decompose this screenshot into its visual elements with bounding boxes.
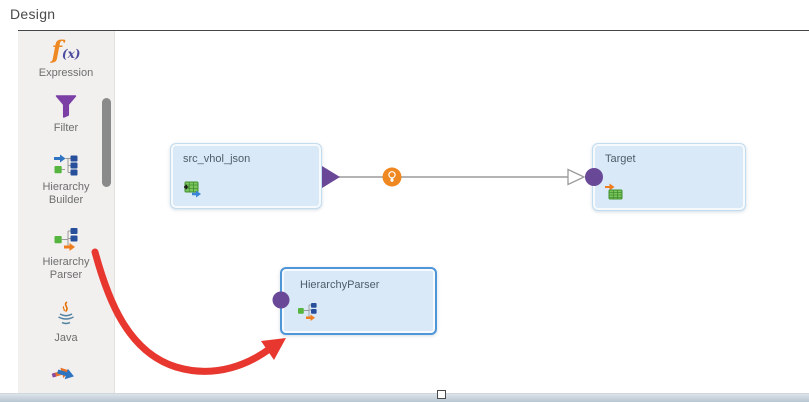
palette-item-label: Hierarchy Parser [42, 256, 90, 282]
joiner-icon [51, 367, 74, 380]
node-label: src_vhol_json [183, 153, 251, 165]
scrollbar-handle[interactable] [437, 390, 446, 399]
palette-scrollbar-thumb[interactable] [102, 98, 111, 187]
palette-item-java[interactable]: Java [18, 301, 114, 345]
node-hierarchyparser[interactable]: HierarchyParser [280, 267, 437, 335]
palette-item-filter[interactable]: Filter [18, 94, 114, 135]
transformation-palette: f (x) Expression Filter Hierarchy Builde… [18, 31, 115, 393]
mapping-canvas[interactable] [115, 31, 809, 393]
palette-item-label: Filter [53, 122, 79, 134]
palette-item-joiner[interactable] [18, 362, 114, 389]
node-target[interactable]: Target [592, 143, 746, 211]
source-icon [184, 181, 201, 198]
target-icon [605, 183, 623, 200]
palette-item-label: Expression [38, 67, 94, 79]
hierarchy-parser-icon [54, 228, 77, 251]
filter-icon [55, 95, 77, 118]
java-icon [58, 301, 74, 325]
palette-item-label: Hierarchy Builder [42, 181, 90, 207]
node-src-vhol-json[interactable]: src_vhol_json [170, 143, 322, 209]
expression-icon-x: (x) [61, 47, 81, 61]
expression-icon-f: f [51, 35, 62, 64]
palette-item-hierarchy-parser[interactable]: Hierarchy Parser [18, 226, 114, 282]
hierarchy-parser-icon [298, 303, 317, 321]
header-divider [18, 30, 809, 31]
hierarchy-builder-icon [53, 154, 77, 176]
palette-item-label: Java [54, 332, 78, 344]
expression-icon: f (x) [52, 37, 81, 64]
node-label: HierarchyParser [300, 279, 380, 291]
horizontal-scrollbar[interactable] [0, 393, 809, 402]
palette-item-hierarchy-builder[interactable]: Hierarchy Builder [18, 151, 114, 207]
node-label: Target [605, 153, 636, 165]
page-title: Design [10, 6, 56, 22]
palette-item-expression[interactable]: f (x) Expression [18, 37, 114, 80]
